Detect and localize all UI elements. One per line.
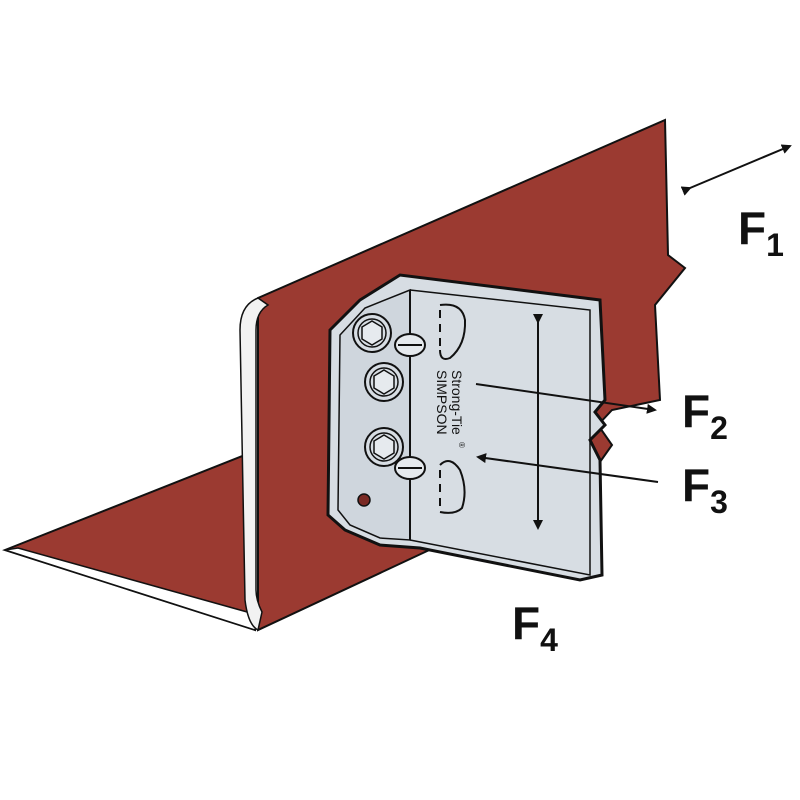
f1-arrow: [680, 144, 792, 196]
bolt-icon: [364, 362, 404, 402]
force-label-f2: F2: [682, 385, 728, 446]
force-label-f4: F4: [512, 597, 558, 658]
svg-text:Strong-Tie: Strong-Tie: [449, 370, 465, 435]
slot-icon: [439, 303, 467, 360]
brand-text: SIMPSON Strong-Tie ®: [434, 370, 466, 448]
force-label-f1: F1: [738, 202, 784, 263]
panel-fold-edge: [239, 297, 270, 632]
bolt-icon: [364, 427, 404, 467]
angle-bracket: SIMPSON Strong-Tie ®: [326, 273, 607, 582]
bolt-icon: [352, 313, 392, 353]
svg-text:®: ®: [457, 442, 466, 448]
f3-arrow: [476, 453, 659, 483]
small-hole-icon: [357, 493, 371, 507]
force-label-f3: F3: [682, 459, 728, 520]
f2-arrow: [475, 383, 657, 414]
slot-icon: [439, 460, 466, 514]
svg-text:SIMPSON: SIMPSON: [434, 370, 450, 435]
